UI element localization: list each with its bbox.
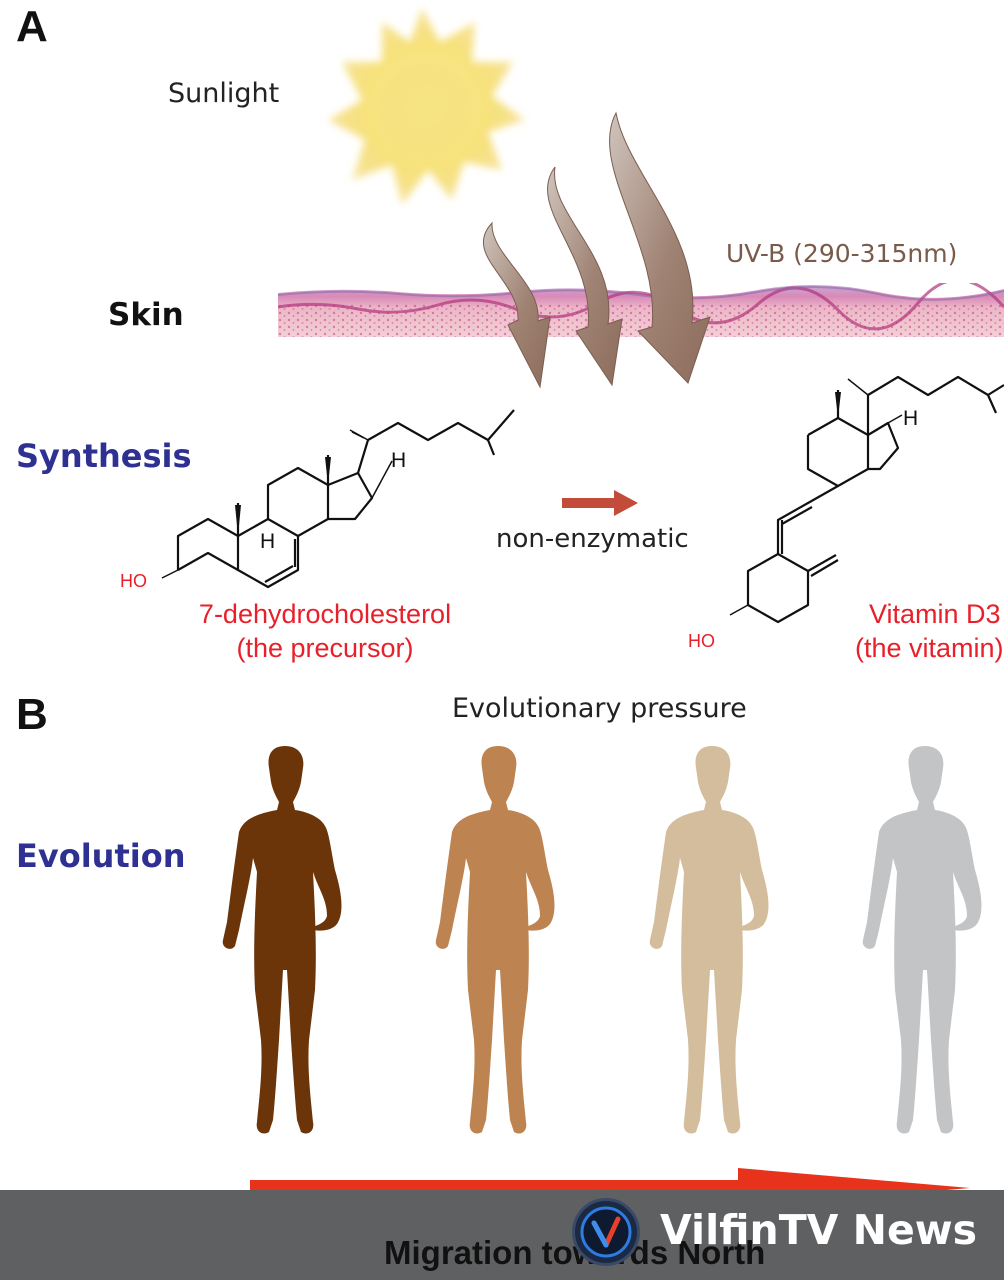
- reaction-arrow: [562, 490, 638, 516]
- brand-text: VilfinTV News: [660, 1206, 978, 1254]
- vitamin-label: Vitamin D3 (the vitamin): [855, 597, 1004, 665]
- vitamin-role: (the vitamin): [855, 633, 1004, 663]
- figure-2: [435, 746, 555, 1134]
- uv-arrow-1: [482, 221, 551, 389]
- uv-arrow-2: [547, 166, 623, 387]
- precursor-role: (the precursor): [236, 633, 414, 663]
- evolutionary-pressure-label: Evolutionary pressure: [452, 693, 747, 724]
- precursor-label: 7-dehydrocholesterol (the precursor): [180, 597, 470, 665]
- human-figures: [222, 746, 982, 1134]
- precursor-h1: H: [260, 530, 276, 553]
- figure-1: [222, 746, 342, 1134]
- watermark-banner: [0, 1190, 1004, 1280]
- uv-arrows: [482, 111, 711, 389]
- dehydrocholesterol-structure: [161, 409, 515, 589]
- vitamin-ho: HO: [688, 631, 715, 651]
- figure-4: [862, 746, 982, 1134]
- vitamin-h: H: [903, 407, 919, 430]
- panel-a-letter: A: [16, 2, 48, 51]
- sunlight-label: Sunlight: [168, 78, 280, 109]
- synthesis-label: Synthesis: [16, 437, 192, 475]
- vilfin-logo-icon: [572, 1198, 640, 1266]
- panel-b-letter: B: [16, 690, 48, 739]
- precursor-name: 7-dehydrocholesterol: [198, 599, 452, 629]
- vitamin-name: Vitamin D3: [869, 599, 1001, 629]
- uv-arrow-3: [609, 111, 711, 384]
- skin-section-image: [278, 283, 1004, 337]
- figure-3: [649, 746, 769, 1134]
- reaction-label: non-enzymatic: [496, 524, 689, 554]
- vitamin-d3-structure: [729, 375, 1004, 624]
- sun-icon: [328, 8, 525, 205]
- precursor-ho: HO: [120, 571, 147, 591]
- evolution-label: Evolution: [16, 837, 186, 875]
- skin-label: Skin: [108, 297, 184, 333]
- precursor-h2: H: [391, 449, 407, 472]
- uvb-label: UV-B (290-315nm): [726, 239, 958, 268]
